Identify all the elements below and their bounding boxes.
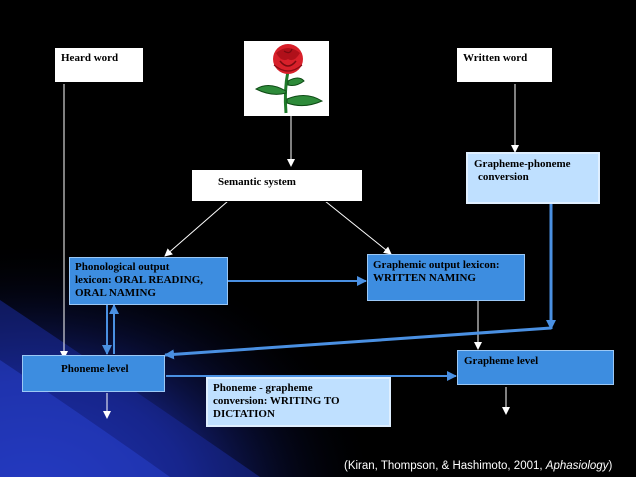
grapheme-level-label: Grapheme level [464,355,539,367]
phon-output-line1: Phonological output [75,261,170,273]
written-word-box: Written word [456,47,553,83]
graph-output-line1: Graphemic output lexicon: [373,259,500,271]
pg-conversion-line1: Phoneme - grapheme [213,382,313,394]
grapheme-phoneme-conversion-box: Grapheme-phoneme conversion [466,152,600,204]
citation: (Kiran, Thompson, & Hashimoto, 2001, Aph… [344,460,612,472]
phoneme-grapheme-conversion-box: Phoneme - grapheme conversion: WRITING T… [206,377,391,427]
citation-suffix: ) [608,460,613,472]
phoneme-level-label: Phoneme level [61,363,129,375]
phonological-output-lexicon-box: Phonological output lexicon: ORAL READIN… [69,257,228,305]
written-word-label: Written word [463,52,528,64]
graph-output-line2: WRITTEN NAMING [373,272,476,284]
heard-word-box: Heard word [54,47,144,83]
grapheme-level-box: Grapheme level [457,350,614,385]
gp-conversion-line2: conversion [478,171,529,183]
arrow-semantic-to-graph [324,200,392,255]
arrow-gp-to-phoneme [164,326,552,360]
citation-journal: Aphasiology [545,460,609,472]
arrow-semantic-to-phon [164,200,229,257]
phon-output-line2: lexicon: ORAL READING, [75,274,204,286]
semantic-system-label: Semantic system [218,176,296,188]
semantic-system-box: Semantic system [191,169,363,202]
pg-conversion-line2: conversion: WRITING TO [213,395,340,407]
phon-output-line3: ORAL NAMING [75,287,156,299]
citation-prefix: (Kiran, Thompson, & Hashimoto, 2001, [344,460,546,472]
gp-conversion-line1: Grapheme-phoneme [474,158,571,170]
rose-image [244,41,329,116]
graphemic-output-lexicon-box: Graphemic output lexicon: WRITTEN NAMING [367,254,525,301]
pg-conversion-line3: DICTATION [213,408,275,420]
phoneme-level-box: Phoneme level [22,355,165,392]
heard-word-label: Heard word [61,52,119,64]
